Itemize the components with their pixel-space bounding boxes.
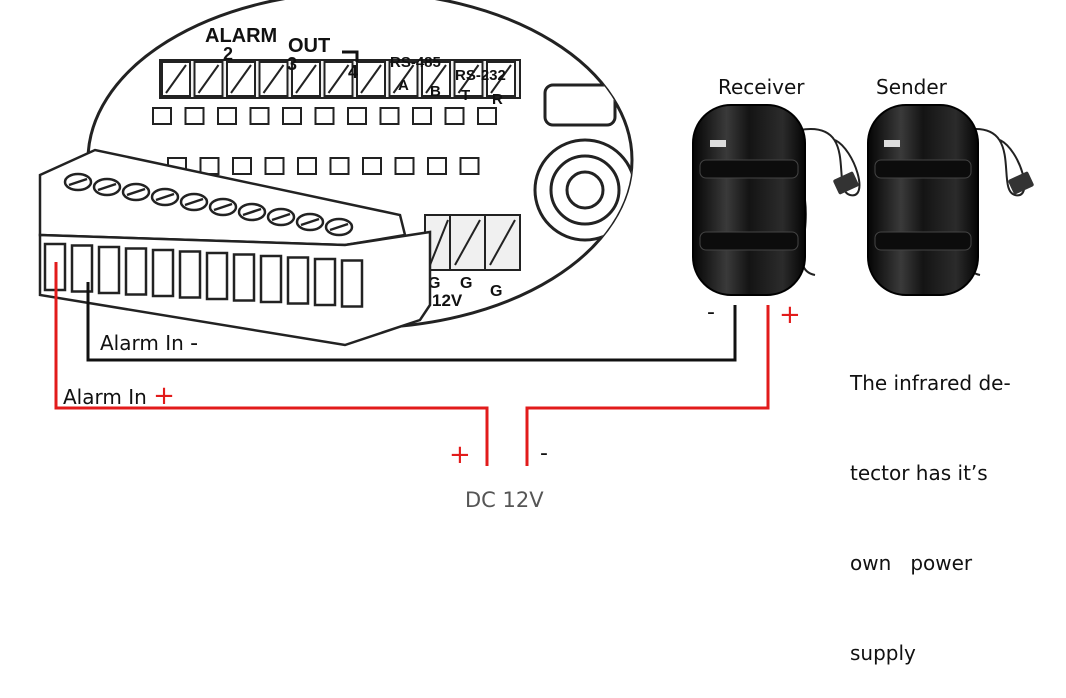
indicator-square (379, 107, 400, 125)
alarm-in-positive-wire (54, 262, 489, 466)
dc-12v-label: DC 12V (465, 488, 544, 512)
upper-terminal-screw-line (457, 64, 480, 94)
screw-slot (155, 192, 175, 202)
indicator-square (347, 107, 367, 125)
indicator-square (264, 157, 285, 175)
terminal-number-2: 2 (223, 44, 233, 64)
out-label: OUT (288, 35, 330, 57)
indicator-square (282, 107, 302, 125)
indicator-square (297, 157, 317, 175)
screw-slot (97, 182, 117, 192)
pin-a-label: A (398, 77, 409, 94)
terminal-number-3: 3 (287, 54, 297, 74)
ground-label-2: G (460, 275, 472, 292)
terminal-wire-slot (340, 259, 364, 308)
receiver-label: Receiver (718, 75, 805, 99)
terminal-wire-slot (259, 254, 283, 304)
indicator-square (329, 157, 350, 175)
screw-slot (126, 187, 146, 197)
note-line-3: own power (850, 551, 973, 575)
indicator-square (459, 157, 480, 175)
wiring-diagram: ALARM OUT 2 3 4 RS-485 RS-232 A B T R G … (38, 0, 1034, 665)
indicator-square (249, 107, 270, 125)
upper-terminal-screw-line (262, 64, 285, 94)
screw-slot (213, 202, 233, 212)
terminal-wire-slot (178, 250, 202, 299)
terminal-wire-slot (70, 244, 94, 293)
sender-label: Sender (876, 75, 947, 99)
indicator-square (199, 157, 220, 175)
indicator-square (427, 157, 447, 175)
screw-slot (68, 177, 88, 187)
upper-terminal-screw-line (490, 64, 512, 94)
diagram-canvas: ALARM OUT 2 3 4 RS-485 RS-232 A B T R G … (38, 0, 1034, 466)
terminal-wire-slot (313, 257, 337, 307)
alarm-in-negative-wire (86, 282, 737, 362)
alarm-in-plus-text: Alarm In (63, 385, 147, 409)
upper-terminal-screw-line (425, 64, 447, 94)
screw-slot (242, 207, 262, 217)
alarm-in-plus-sign: + (153, 381, 175, 411)
note-line-4: supply (850, 641, 916, 665)
screw-slot (300, 217, 320, 227)
upper-terminal-slot (291, 61, 321, 97)
power-supply-note: The infrared de- tector has it’s own pow… (850, 308, 1011, 698)
ground-label-3: G (490, 283, 502, 300)
indicator-square (477, 107, 497, 125)
alarm-in-plus-label: Alarm In + (63, 381, 175, 411)
upper-terminal-slot (356, 61, 386, 97)
pin-r-label: R (492, 91, 503, 108)
indicator-square (412, 107, 432, 125)
rs485-label: RS-485 (390, 54, 441, 71)
indicator-square (362, 157, 382, 175)
upper-terminal-screw-line (392, 64, 415, 94)
rs232-label: RS-232 (455, 67, 506, 84)
upper-terminal-screw-line (327, 64, 350, 94)
receiver-positive-wire (525, 305, 770, 466)
receiver-minus-sign: - (707, 300, 715, 325)
alarm-in-minus-sign: - (190, 331, 199, 356)
wires (54, 262, 770, 466)
upper-terminal-slot (323, 61, 354, 97)
indicator-square (152, 107, 172, 125)
screw-slot (184, 197, 204, 207)
indicator-square (444, 107, 465, 125)
pin-b-label: B (430, 83, 441, 100)
receiver-plus-sign: + (779, 300, 801, 330)
receiver-detector (692, 104, 861, 296)
upper-terminal-screw-line (230, 64, 252, 94)
indicator-square (314, 107, 335, 125)
screw-slot (271, 212, 291, 222)
terminal-wire-slot (151, 248, 175, 298)
indicator-square (394, 157, 415, 175)
upper-terminal-row (159, 59, 521, 99)
terminal-block-plug (38, 148, 432, 347)
indicator-square (217, 107, 237, 125)
terminal-wire-slot (205, 251, 229, 301)
screw-slot (329, 222, 349, 232)
upper-terminal-slot (226, 61, 256, 97)
upper-terminal-screw-line (360, 64, 382, 94)
note-line-2: tector has it’s (850, 461, 988, 485)
terminal-wire-slot (286, 256, 310, 305)
alarm-label: ALARM (205, 25, 277, 47)
upper-terminal-screw-line (197, 64, 220, 94)
terminal-number-4: 4 (348, 62, 358, 82)
upper-terminal-screw-line (295, 64, 317, 94)
alarm-in-minus-label: Alarm In - (100, 331, 198, 356)
terminal-wire-slot (124, 247, 148, 296)
note-line-1: The infrared de- (850, 371, 1011, 395)
indicator-square (232, 157, 252, 175)
pin-t-label: T (461, 87, 470, 104)
upper-terminal-screw-line (165, 64, 187, 94)
indicator-square (184, 107, 205, 125)
sender-detector (867, 104, 1034, 296)
terminal-wire-slot (232, 253, 256, 302)
12v-label: 12V (432, 291, 463, 310)
dc-minus-sign: - (540, 441, 548, 466)
bnc-connector (533, 83, 632, 242)
terminal-wire-slot (97, 245, 121, 295)
alarm-in-minus-text: Alarm In (100, 331, 184, 355)
dc-plus-sign: + (449, 440, 471, 470)
